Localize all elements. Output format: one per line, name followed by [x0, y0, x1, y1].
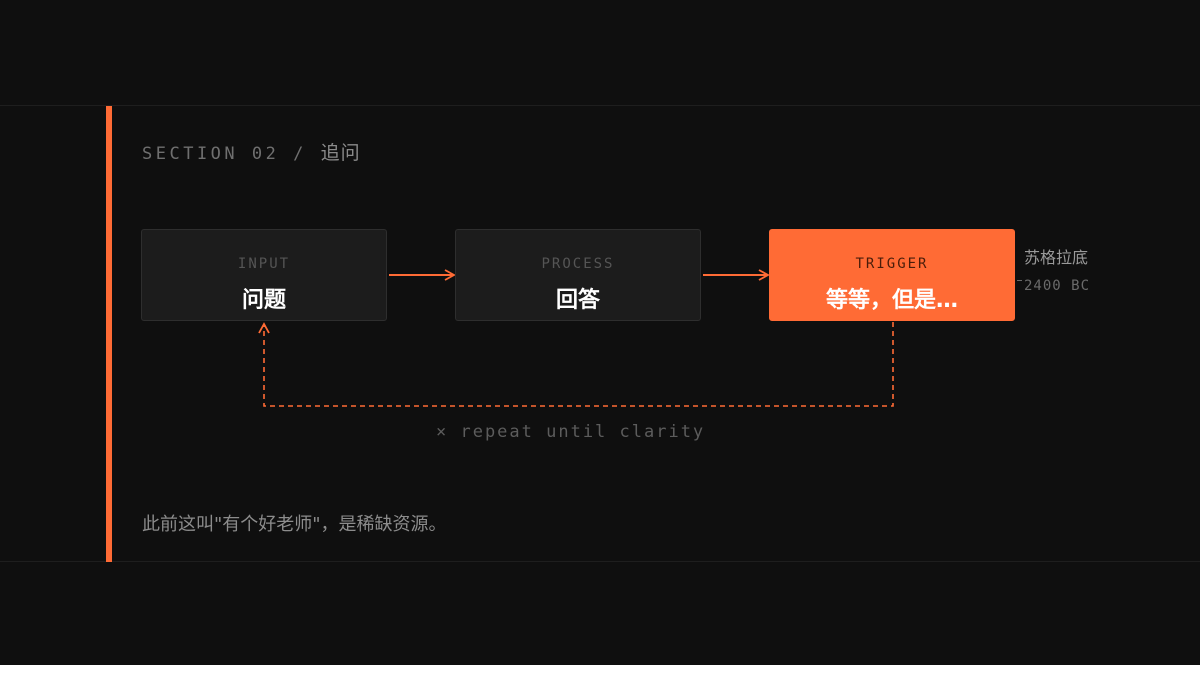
node-trigger-label: 等等，但是…	[825, 288, 958, 313]
loop-back-arrow	[258, 322, 894, 407]
node-input-label: 问题	[241, 288, 286, 313]
node-process-label: 回答	[555, 288, 600, 313]
footnote: 此前这叫"有个好老师"，是稀缺资源。	[142, 514, 447, 535]
node-trigger: TRIGGER 等等，但是…	[769, 229, 1015, 321]
side-note-tick	[1017, 280, 1022, 281]
section-label: SECTION 02 / 追问	[142, 138, 361, 165]
accent-bar	[106, 106, 112, 562]
top-divider	[0, 105, 1200, 106]
loop-caption: × repeat until clarity	[436, 422, 706, 442]
node-process-kicker: PROCESS	[541, 256, 615, 272]
node-process: PROCESS 回答	[455, 229, 701, 321]
flow-arrows	[258, 269, 894, 407]
section-title: 追问	[320, 142, 361, 164]
slide: SECTION 02 / 追问 INPUT 问题 PROCESS 回答 TRIG…	[0, 0, 1200, 665]
section-prefix: SECTION 02 /	[142, 144, 307, 164]
side-note: 苏格拉底 2400 BC	[1024, 244, 1090, 294]
side-note-year: 2400 BC	[1024, 278, 1091, 294]
node-trigger-kicker: TRIGGER	[855, 256, 929, 272]
node-input-kicker: INPUT	[237, 256, 291, 272]
bottom-divider	[0, 561, 1200, 562]
node-input: INPUT 问题	[141, 229, 387, 321]
side-note-name: 苏格拉底	[1024, 248, 1089, 267]
